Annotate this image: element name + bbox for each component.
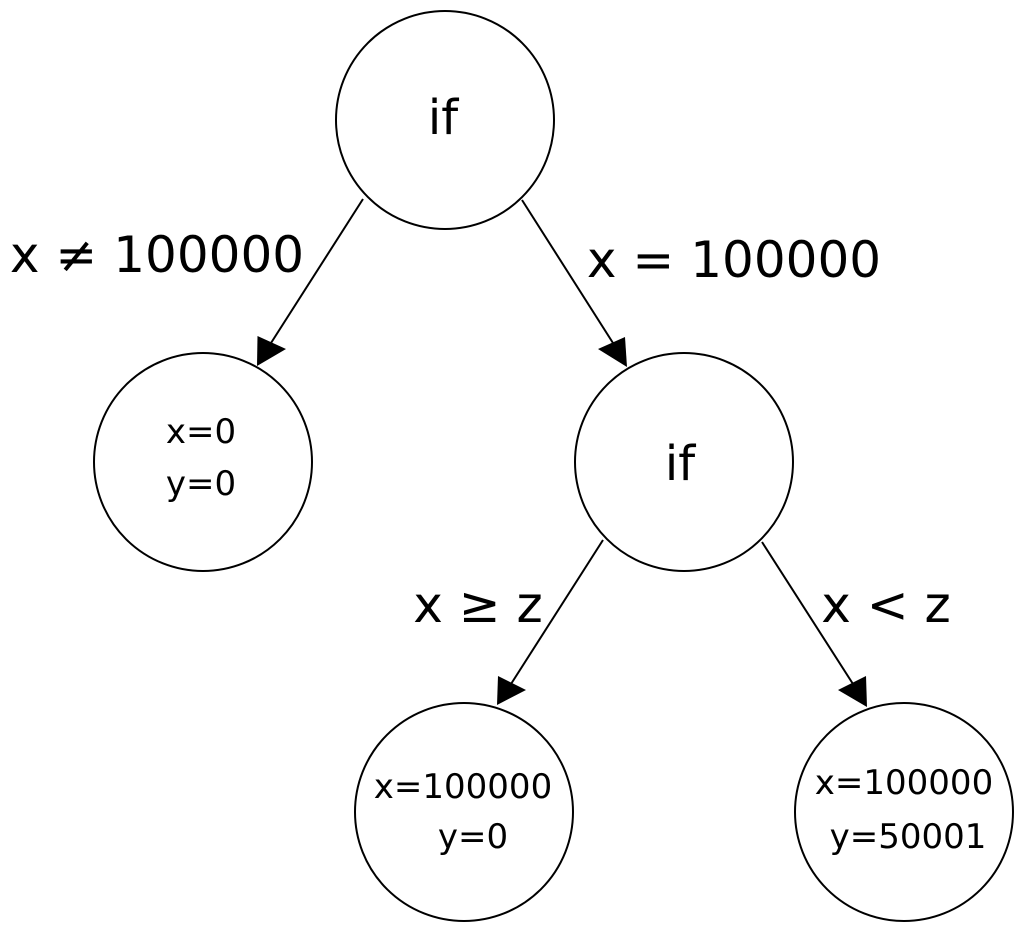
bottom-right-leaf-node: [794, 702, 1014, 922]
left-leaf-line-1: x=0: [166, 412, 236, 452]
bottom-left-leaf-line-2: y=0: [438, 817, 508, 857]
left-leaf-node: [93, 352, 313, 572]
arrow-if-to-bottom-right: [838, 676, 867, 707]
arrow-root-to-right: [598, 337, 627, 367]
root-if-node: [335, 10, 555, 230]
edge-if-to-bottom-left: [510, 539, 604, 685]
bottom-right-leaf-line-2: y=50001: [830, 817, 987, 857]
edge-if-to-bottom-right: [761, 541, 854, 685]
edge-label-x-lt-z: x < z: [821, 576, 951, 634]
left-leaf-line-2: y=0: [166, 464, 236, 504]
arrow-root-to-left: [257, 336, 286, 366]
bottom-left-leaf-node: [354, 702, 574, 922]
edge-label-x-gte-z: x ≥ z: [413, 576, 543, 634]
right-if-label: if: [665, 436, 696, 492]
edge-root-to-left: [270, 198, 364, 344]
edge-label-x-equal: x = 100000: [587, 231, 881, 289]
right-if-node: [574, 352, 794, 572]
bottom-left-leaf-line-1: x=100000: [374, 767, 552, 807]
bottom-right-leaf-line-1: x=100000: [815, 763, 993, 803]
arrow-if-to-bottom-left: [497, 676, 526, 705]
edge-label-x-not-equal: x ≠ 100000: [10, 226, 304, 284]
root-if-label: if: [428, 90, 459, 146]
edge-root-to-right: [521, 199, 614, 344]
